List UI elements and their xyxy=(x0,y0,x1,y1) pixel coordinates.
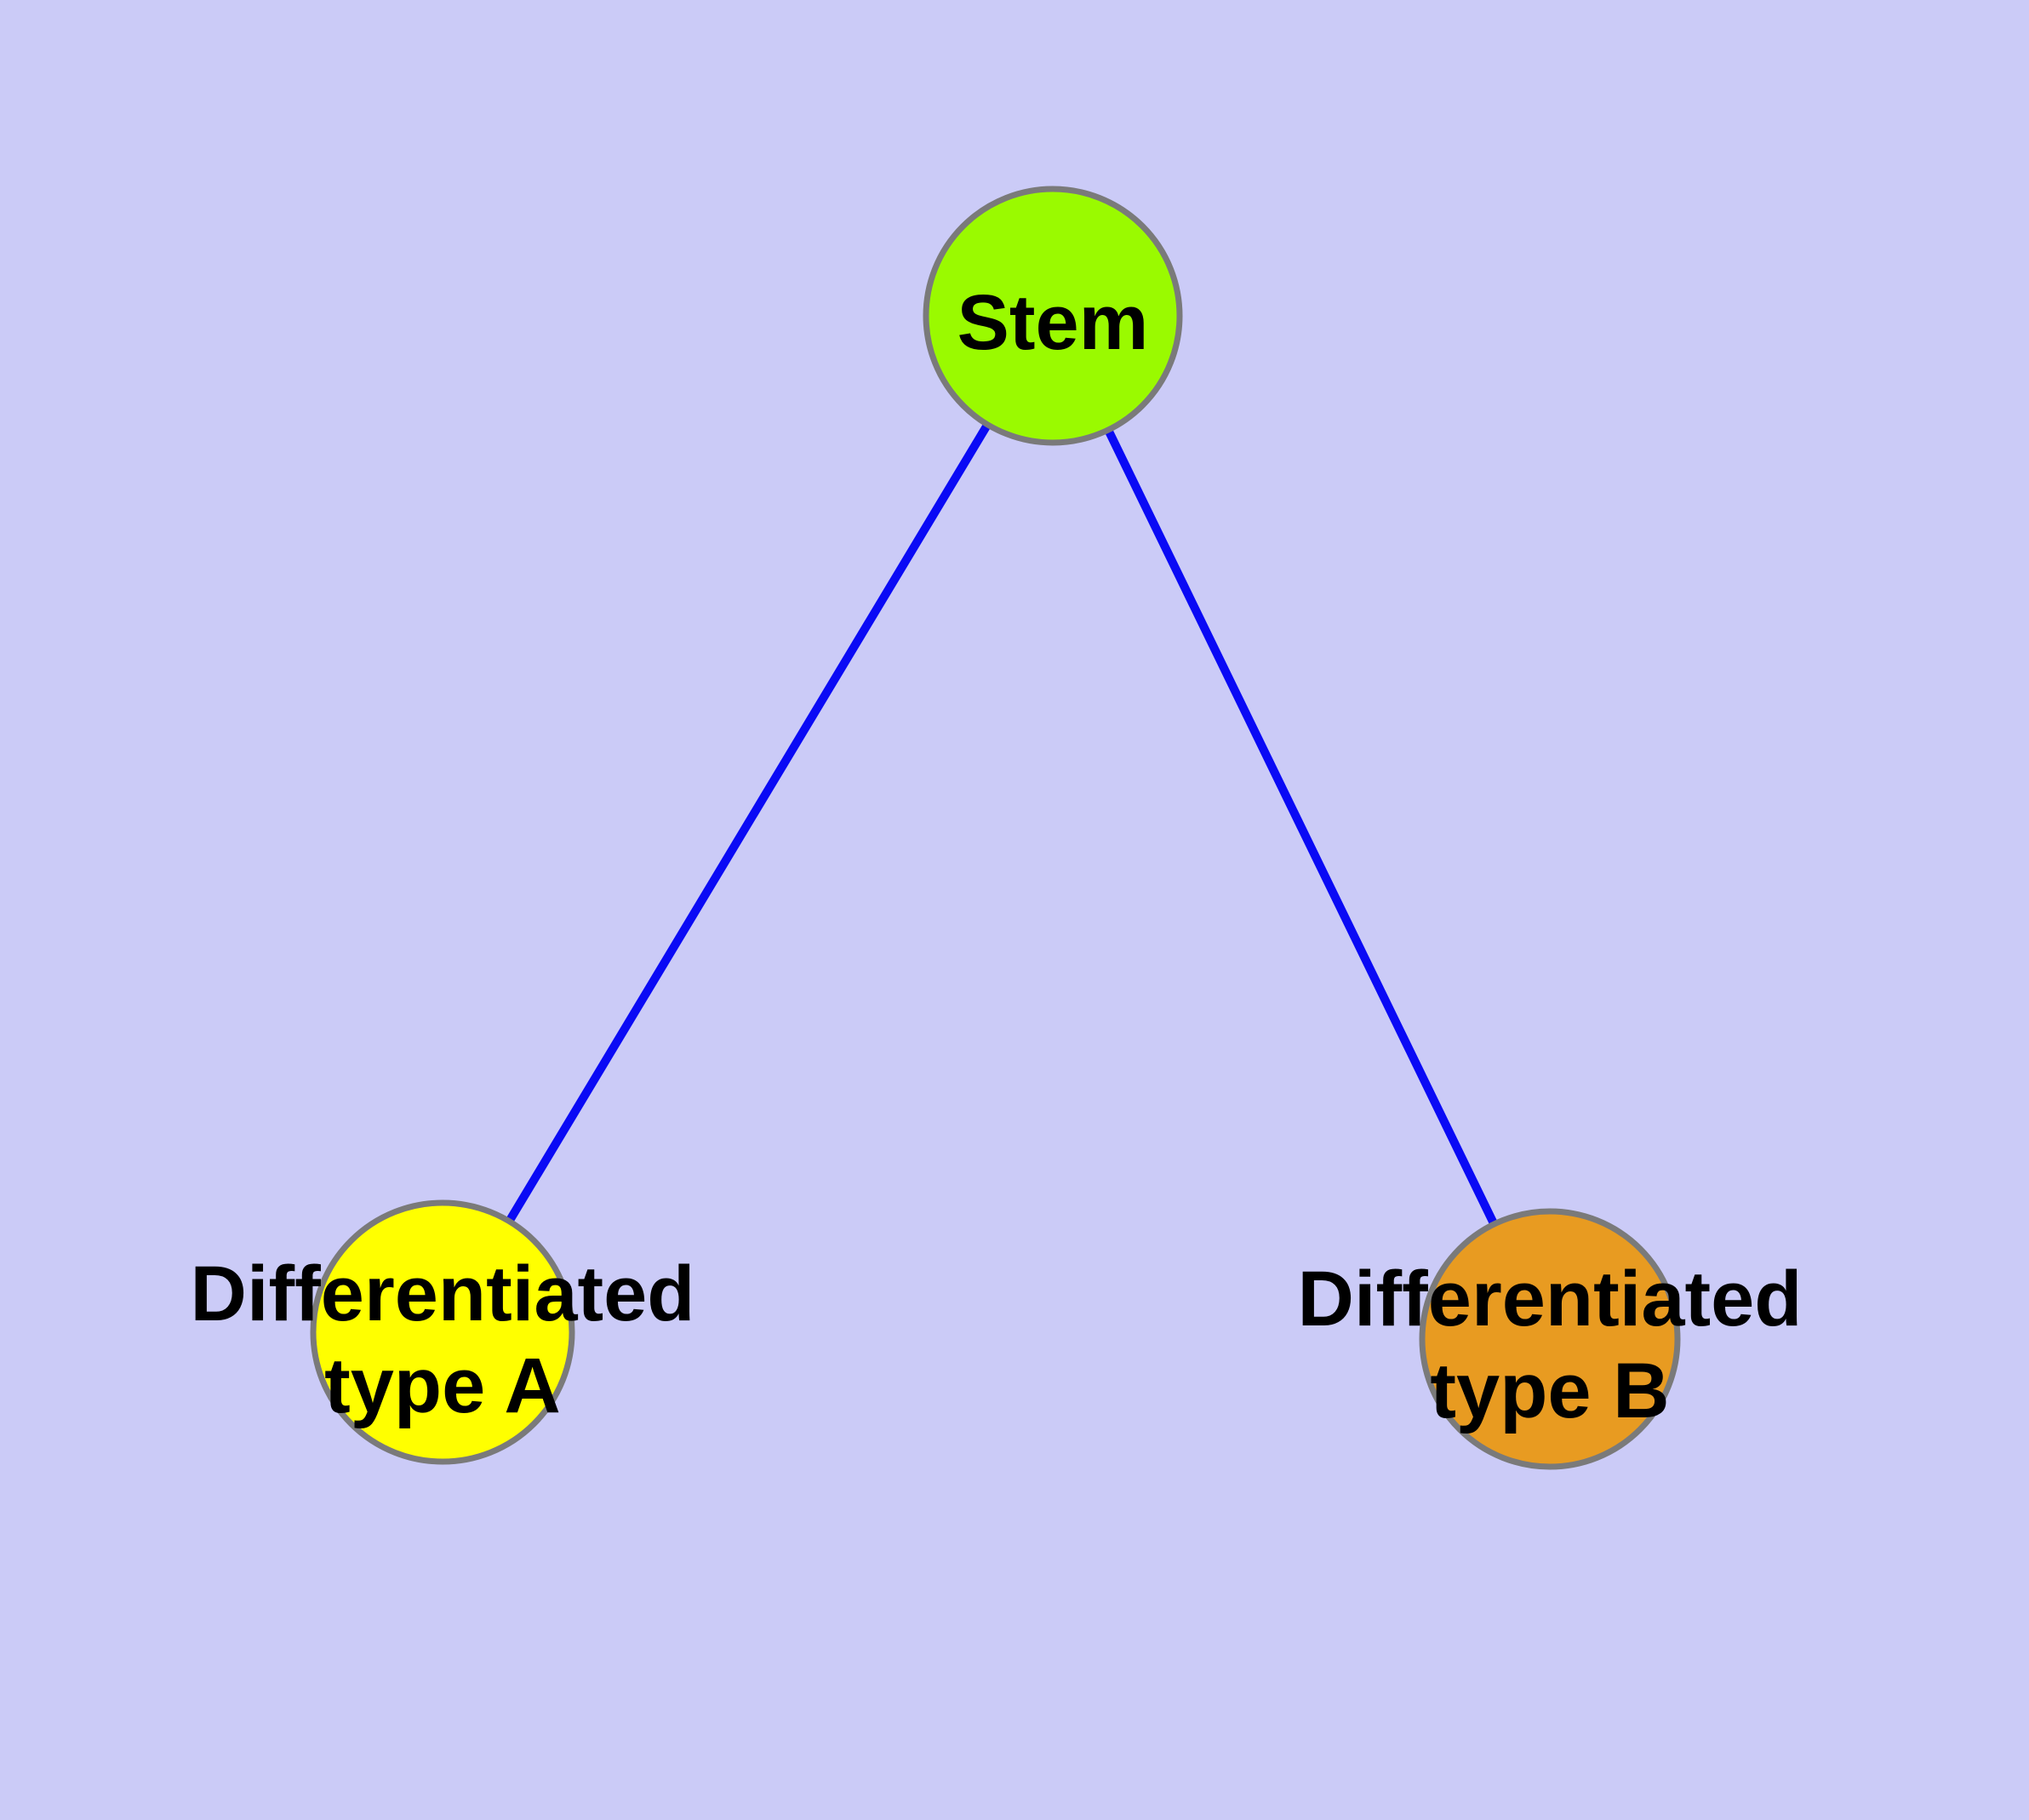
edge-stem-typeB xyxy=(1049,313,1554,1342)
node-stem xyxy=(923,186,1183,446)
node-typeA-label-line1: Differentiated xyxy=(191,1251,695,1337)
node-differentiated-type-a xyxy=(310,1199,575,1465)
node-typeB-label-line1: Differentiated xyxy=(1298,1256,1803,1342)
node-stem-label: Stem xyxy=(957,279,1149,366)
edge-stem-typeA xyxy=(438,313,1057,1335)
node-differentiated-type-b xyxy=(1419,1208,1681,1470)
node-typeB-label-line2: type B xyxy=(1430,1348,1669,1434)
node-typeA-label-line2: type A xyxy=(324,1342,561,1429)
